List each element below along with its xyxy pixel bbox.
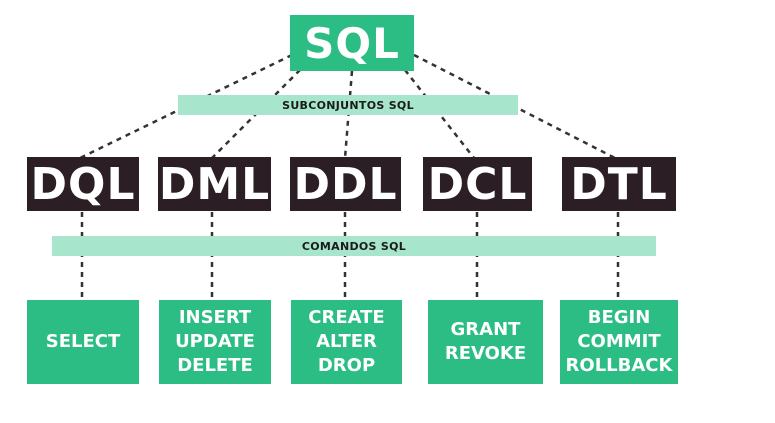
connector-root-dcl <box>404 69 475 159</box>
category-dtl-label: DTL <box>570 158 668 210</box>
sql-root-label: SQL <box>304 18 400 68</box>
commands-band: COMANDOS SQL <box>52 236 656 256</box>
command-item: GRANT <box>450 319 521 340</box>
command-item: UPDATE <box>175 331 255 352</box>
command-item: SELECT <box>45 331 121 352</box>
category-dml: DML <box>158 157 271 211</box>
command-item: BEGIN <box>587 307 651 328</box>
category-dcl-label: DCL <box>427 158 528 210</box>
command-item: DROP <box>317 355 376 376</box>
subsets-band: SUBCONJUNTOS SQL <box>178 95 518 115</box>
sql-root-node: SQL <box>290 15 414 71</box>
category-dql: DQL <box>27 157 139 211</box>
commands-ddl: CREATE ALTER DROP <box>291 300 402 384</box>
commands-dql: SELECT <box>27 300 139 384</box>
category-dql-label: DQL <box>30 158 136 210</box>
category-dcl: DCL <box>423 157 532 211</box>
commands-band-label: COMANDOS SQL <box>301 239 407 253</box>
category-ddl-label: DDL <box>293 158 398 210</box>
command-item: COMMIT <box>577 331 661 352</box>
command-item: REVOKE <box>444 343 527 364</box>
category-ddl: DDL <box>290 157 401 211</box>
commands-dtl: BEGIN COMMIT ROLLBACK <box>560 300 678 384</box>
commands-dcl: GRANT REVOKE <box>428 300 543 384</box>
category-dml-label: DML <box>158 158 271 210</box>
command-item: ROLLBACK <box>565 355 673 376</box>
command-item: INSERT <box>178 307 252 328</box>
commands-dml: INSERT UPDATE DELETE <box>159 300 271 384</box>
subsets-band-label: SUBCONJUNTOS SQL <box>282 98 414 112</box>
command-item: DELETE <box>177 355 253 376</box>
category-dtl: DTL <box>562 157 676 211</box>
command-item: CREATE <box>308 307 385 328</box>
command-item: ALTER <box>316 331 377 352</box>
